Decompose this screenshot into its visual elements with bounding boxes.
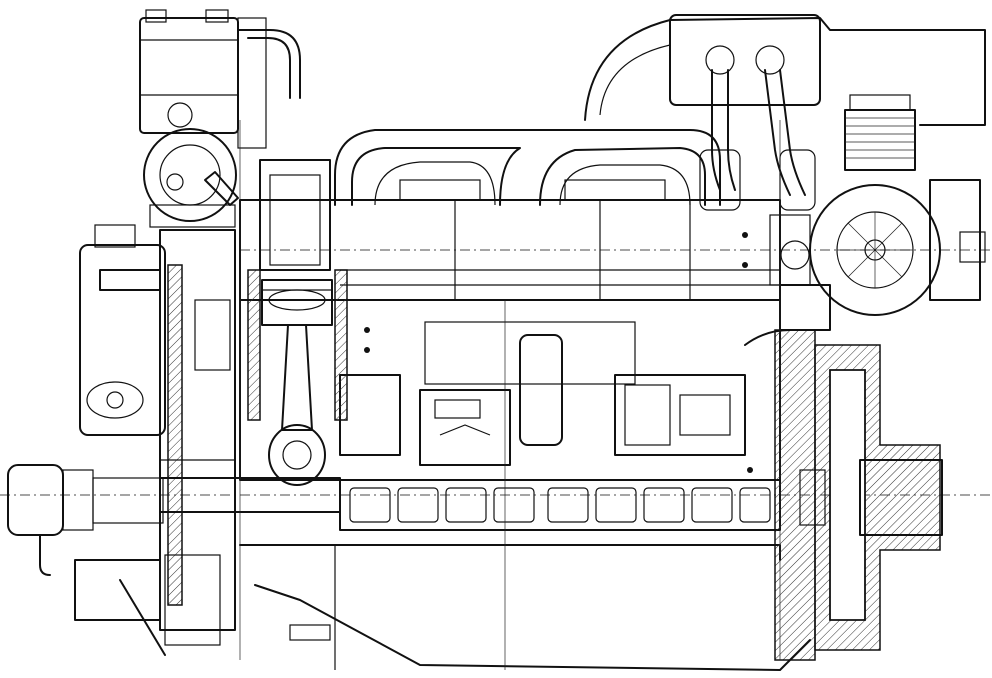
crankcase-sump (239, 544, 811, 671)
connecting-rod (268, 324, 326, 486)
air-cooler (844, 94, 916, 171)
cylinder-block (239, 299, 781, 481)
fuel-filter (139, 9, 301, 149)
exhaust-manifold (334, 129, 721, 206)
piston (247, 269, 348, 421)
oil-pump (143, 128, 239, 228)
flywheel (774, 329, 943, 661)
front-gear-train (7, 224, 236, 656)
